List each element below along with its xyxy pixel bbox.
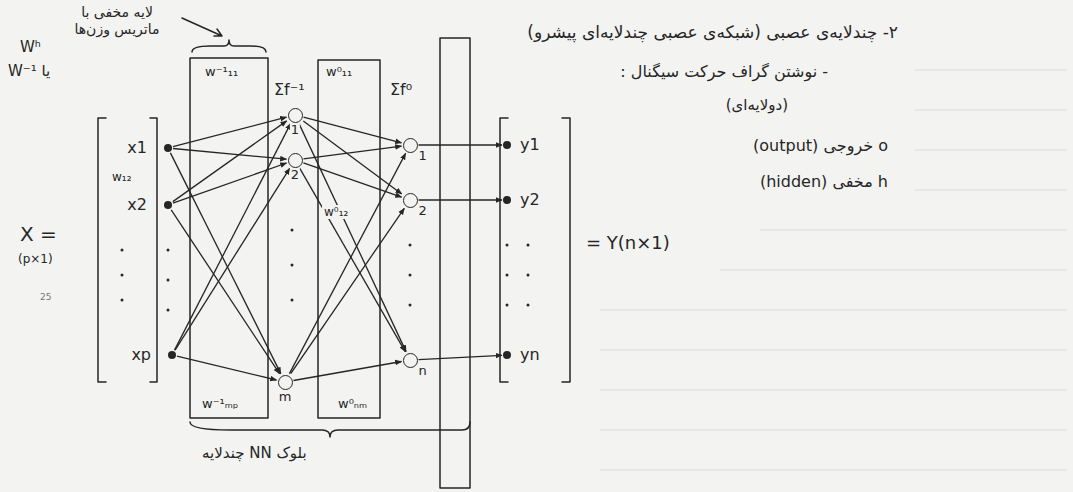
connection xyxy=(173,163,287,203)
node-label: 1 xyxy=(290,123,300,137)
annotation: لایه مخفی با ماتریس وزن‌ها xyxy=(56,4,178,38)
vector-bracket xyxy=(500,118,508,382)
title: ۲- چندلایه‌ی عصبی (شبکه‌ی عصبی چندلایه‌ا… xyxy=(525,22,900,42)
node-label: 2 xyxy=(290,168,300,182)
connection xyxy=(303,121,401,194)
vector-bracket xyxy=(98,118,106,382)
annotation: X = xyxy=(18,222,59,246)
node-label: x2 xyxy=(126,196,148,214)
connection xyxy=(175,123,291,350)
node-label: x1 xyxy=(126,139,148,157)
annotation: W⁻¹ یا xyxy=(6,62,52,80)
annotation: Σf⁰ xyxy=(388,80,414,99)
neuron-circle: 1 xyxy=(403,138,418,153)
brace xyxy=(192,40,266,52)
node-label: n xyxy=(418,364,428,378)
signal-point: y2 xyxy=(503,196,511,204)
node-label: y1 xyxy=(519,136,541,154)
connection xyxy=(177,356,277,380)
annotation: w⁰₁₂ xyxy=(322,205,350,219)
annotation: o خروجی (output) xyxy=(751,136,890,155)
annotation: بلوک NN چندلایه xyxy=(200,444,309,462)
connection xyxy=(173,121,287,202)
neuron-circle: 1 xyxy=(288,108,303,123)
annotation: w⁰₁₁ xyxy=(324,64,354,80)
annotation: h مخفی (hidden) xyxy=(758,172,890,191)
ellipsis-dots xyxy=(121,229,530,312)
connection xyxy=(419,199,503,200)
neuron-circle: m xyxy=(278,375,293,390)
connection xyxy=(299,123,406,351)
layer-band xyxy=(440,38,470,488)
connection xyxy=(170,153,280,374)
annotation: w⁰ₙₘ xyxy=(336,396,369,412)
node-label: m xyxy=(278,390,293,404)
signal-point: x2 xyxy=(164,201,172,209)
connection xyxy=(173,149,287,160)
annotation: Wʰ xyxy=(18,38,43,56)
node-label: 2 xyxy=(418,204,428,218)
connection xyxy=(291,208,405,373)
annotation: 25 xyxy=(38,292,53,303)
ruled-lines xyxy=(600,70,1066,470)
annotation: w⁻¹ₘₚ xyxy=(200,396,240,412)
connection xyxy=(304,117,402,143)
connection xyxy=(304,146,402,159)
annotation: w⁻¹₁₁ xyxy=(203,64,240,80)
connection xyxy=(419,144,503,145)
annotation: = Y(n×1) xyxy=(584,232,672,254)
signal-point: y1 xyxy=(503,141,511,149)
neuron-circle: 2 xyxy=(288,153,303,168)
node-label: 1 xyxy=(418,149,428,163)
connection xyxy=(171,210,279,374)
annotation: (p×1) xyxy=(16,252,55,266)
vector-bracket xyxy=(150,118,157,382)
node-label: yn xyxy=(519,346,541,364)
connection xyxy=(419,355,503,359)
annotation: - نوشتن گراف حرکت سیگنال : xyxy=(618,62,830,81)
signal-point: yn xyxy=(503,351,511,359)
connection xyxy=(294,362,402,381)
brace xyxy=(190,422,470,437)
layer-band xyxy=(318,60,380,418)
signal-point: x1 xyxy=(164,144,172,152)
node-label: xp xyxy=(130,346,152,364)
layer-band xyxy=(190,58,268,418)
connection xyxy=(173,117,287,147)
neuron-circle: 2 xyxy=(403,193,418,208)
connection xyxy=(289,153,405,373)
connection xyxy=(303,163,401,197)
neuron-circle: n xyxy=(403,353,418,368)
annotation: Σf⁻¹ xyxy=(272,80,307,99)
annotation: w₁₂ xyxy=(110,170,133,184)
signal-point: xp xyxy=(168,351,176,359)
vector-bracket xyxy=(562,118,570,382)
annotation: (دولایه‌ای) xyxy=(724,96,790,114)
connection xyxy=(175,168,290,350)
node-label: y2 xyxy=(519,191,541,209)
leader-arrow xyxy=(182,18,222,36)
